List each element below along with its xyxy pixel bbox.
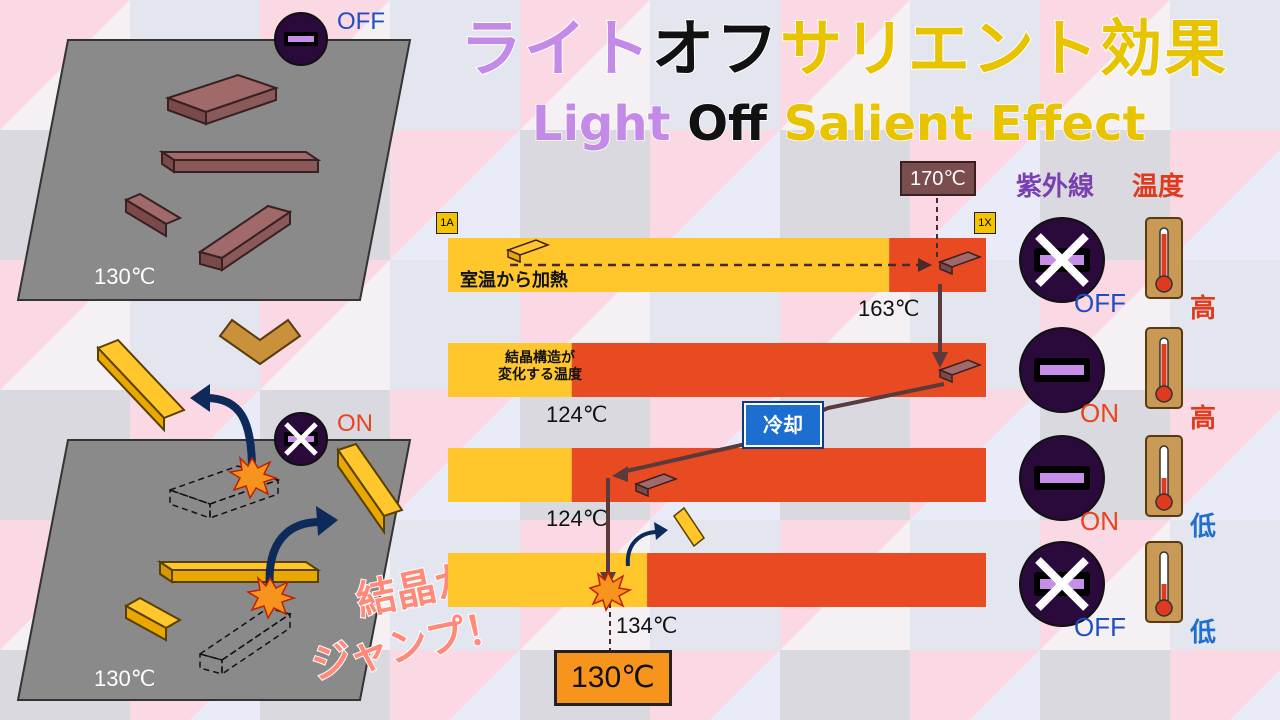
jump-arrow-head bbox=[190, 384, 210, 412]
crystal-illustration-panel bbox=[16, 39, 412, 701]
temp-max-box: 170℃ bbox=[900, 161, 976, 196]
uv-lamp-on-icon bbox=[1019, 327, 1105, 413]
title-en: Light Off Salient Effect bbox=[531, 99, 1146, 149]
jump-arrow-head bbox=[316, 506, 338, 536]
temp-124-a: 124℃ bbox=[546, 402, 608, 427]
crystal-jumping bbox=[336, 442, 404, 536]
bar-hot-segment bbox=[647, 553, 986, 607]
path-arrow-head bbox=[932, 352, 948, 368]
thermometer-icon bbox=[1145, 327, 1183, 409]
uv-lamp-off-icon bbox=[274, 412, 328, 466]
temp-level-label: 高 bbox=[1190, 404, 1217, 434]
crystal-block bbox=[123, 192, 183, 238]
thermometer-icon bbox=[1145, 541, 1183, 623]
temp-level-label: 高 bbox=[1190, 294, 1217, 324]
title-en-part: Light bbox=[531, 96, 671, 152]
uv-state-label: OFF bbox=[1074, 612, 1126, 642]
crystal-jumping bbox=[96, 338, 186, 433]
plate-temp-bottom: 130℃ bbox=[94, 666, 156, 691]
burst-icon bbox=[245, 575, 297, 620]
path-arrow-head bbox=[612, 466, 628, 482]
tag-start: 1A bbox=[436, 212, 458, 234]
final-temp-box: 130℃ bbox=[554, 650, 672, 706]
crystal-on-bar-side bbox=[939, 368, 953, 384]
uv-state-label: ON bbox=[1080, 398, 1119, 428]
cooling-label: 冷却 bbox=[742, 401, 824, 449]
uv-state-label: OFF bbox=[1074, 288, 1126, 318]
bar-cool-segment bbox=[448, 343, 572, 397]
uv-lamp-on-icon bbox=[1019, 435, 1105, 521]
crystal-block bbox=[156, 560, 322, 584]
header-temp: 温度 bbox=[1132, 172, 1185, 202]
bar-label-transition: 結晶構造が 変化する温度 bbox=[498, 350, 582, 383]
uv-lamp-off-icon bbox=[1019, 217, 1105, 303]
temp-134: 134℃ bbox=[616, 613, 678, 638]
lamp-state-label: ON bbox=[337, 410, 373, 437]
uv-lamp-on-icon bbox=[274, 12, 328, 66]
temp-level-label: 低 bbox=[1190, 512, 1217, 542]
thermometer-icon bbox=[1145, 435, 1183, 517]
title-en-part: Salient Effect bbox=[766, 96, 1146, 152]
thermometer-icon bbox=[1145, 217, 1183, 299]
jump-arrow bbox=[265, 518, 321, 591]
crystal-block bbox=[164, 73, 280, 126]
temp-163: 163℃ bbox=[858, 296, 920, 321]
burst-icon bbox=[588, 570, 633, 612]
jump-arrow-head-small bbox=[654, 522, 668, 540]
temp-124-b: 124℃ bbox=[546, 506, 608, 531]
uv-state-label: ON bbox=[1080, 506, 1119, 536]
temp-level-label: 低 bbox=[1190, 618, 1217, 648]
down-arrow-icon bbox=[218, 318, 302, 366]
uv-lamp-off-icon bbox=[1019, 541, 1105, 627]
jump-arrow-small bbox=[625, 530, 659, 567]
title-jp-part: ライト bbox=[459, 12, 653, 85]
crystal-block bbox=[158, 150, 322, 174]
crystal-block bbox=[123, 596, 183, 642]
lamp-state-label: OFF bbox=[337, 8, 385, 35]
title-en-part: Off bbox=[670, 96, 767, 152]
plate-temp-top: 130℃ bbox=[94, 264, 156, 289]
bar-cool-segment bbox=[448, 448, 572, 502]
tag-end: 1X bbox=[974, 212, 996, 234]
title-jp: ライトオフサリエント効果 bbox=[459, 17, 1228, 81]
jump-arrow bbox=[205, 394, 256, 471]
crystal-outline bbox=[167, 465, 292, 676]
header-uv: 紫外線 bbox=[1016, 172, 1095, 202]
crystal-block bbox=[197, 204, 293, 272]
burst-icon bbox=[227, 455, 279, 500]
crystal-on-bar-side bbox=[507, 248, 521, 264]
heating-arrow-head bbox=[918, 258, 932, 272]
bar-label-heating: 室温から加熱 bbox=[460, 270, 568, 291]
title-jp-part: オフ bbox=[651, 12, 781, 85]
crystal-jumping-small bbox=[672, 506, 706, 548]
title-jp-part: サリエント効果 bbox=[779, 12, 1229, 85]
crystal-on-bar-side bbox=[635, 482, 649, 498]
bar-hot-segment bbox=[571, 448, 986, 502]
crystal-on-bar-side bbox=[939, 260, 953, 276]
